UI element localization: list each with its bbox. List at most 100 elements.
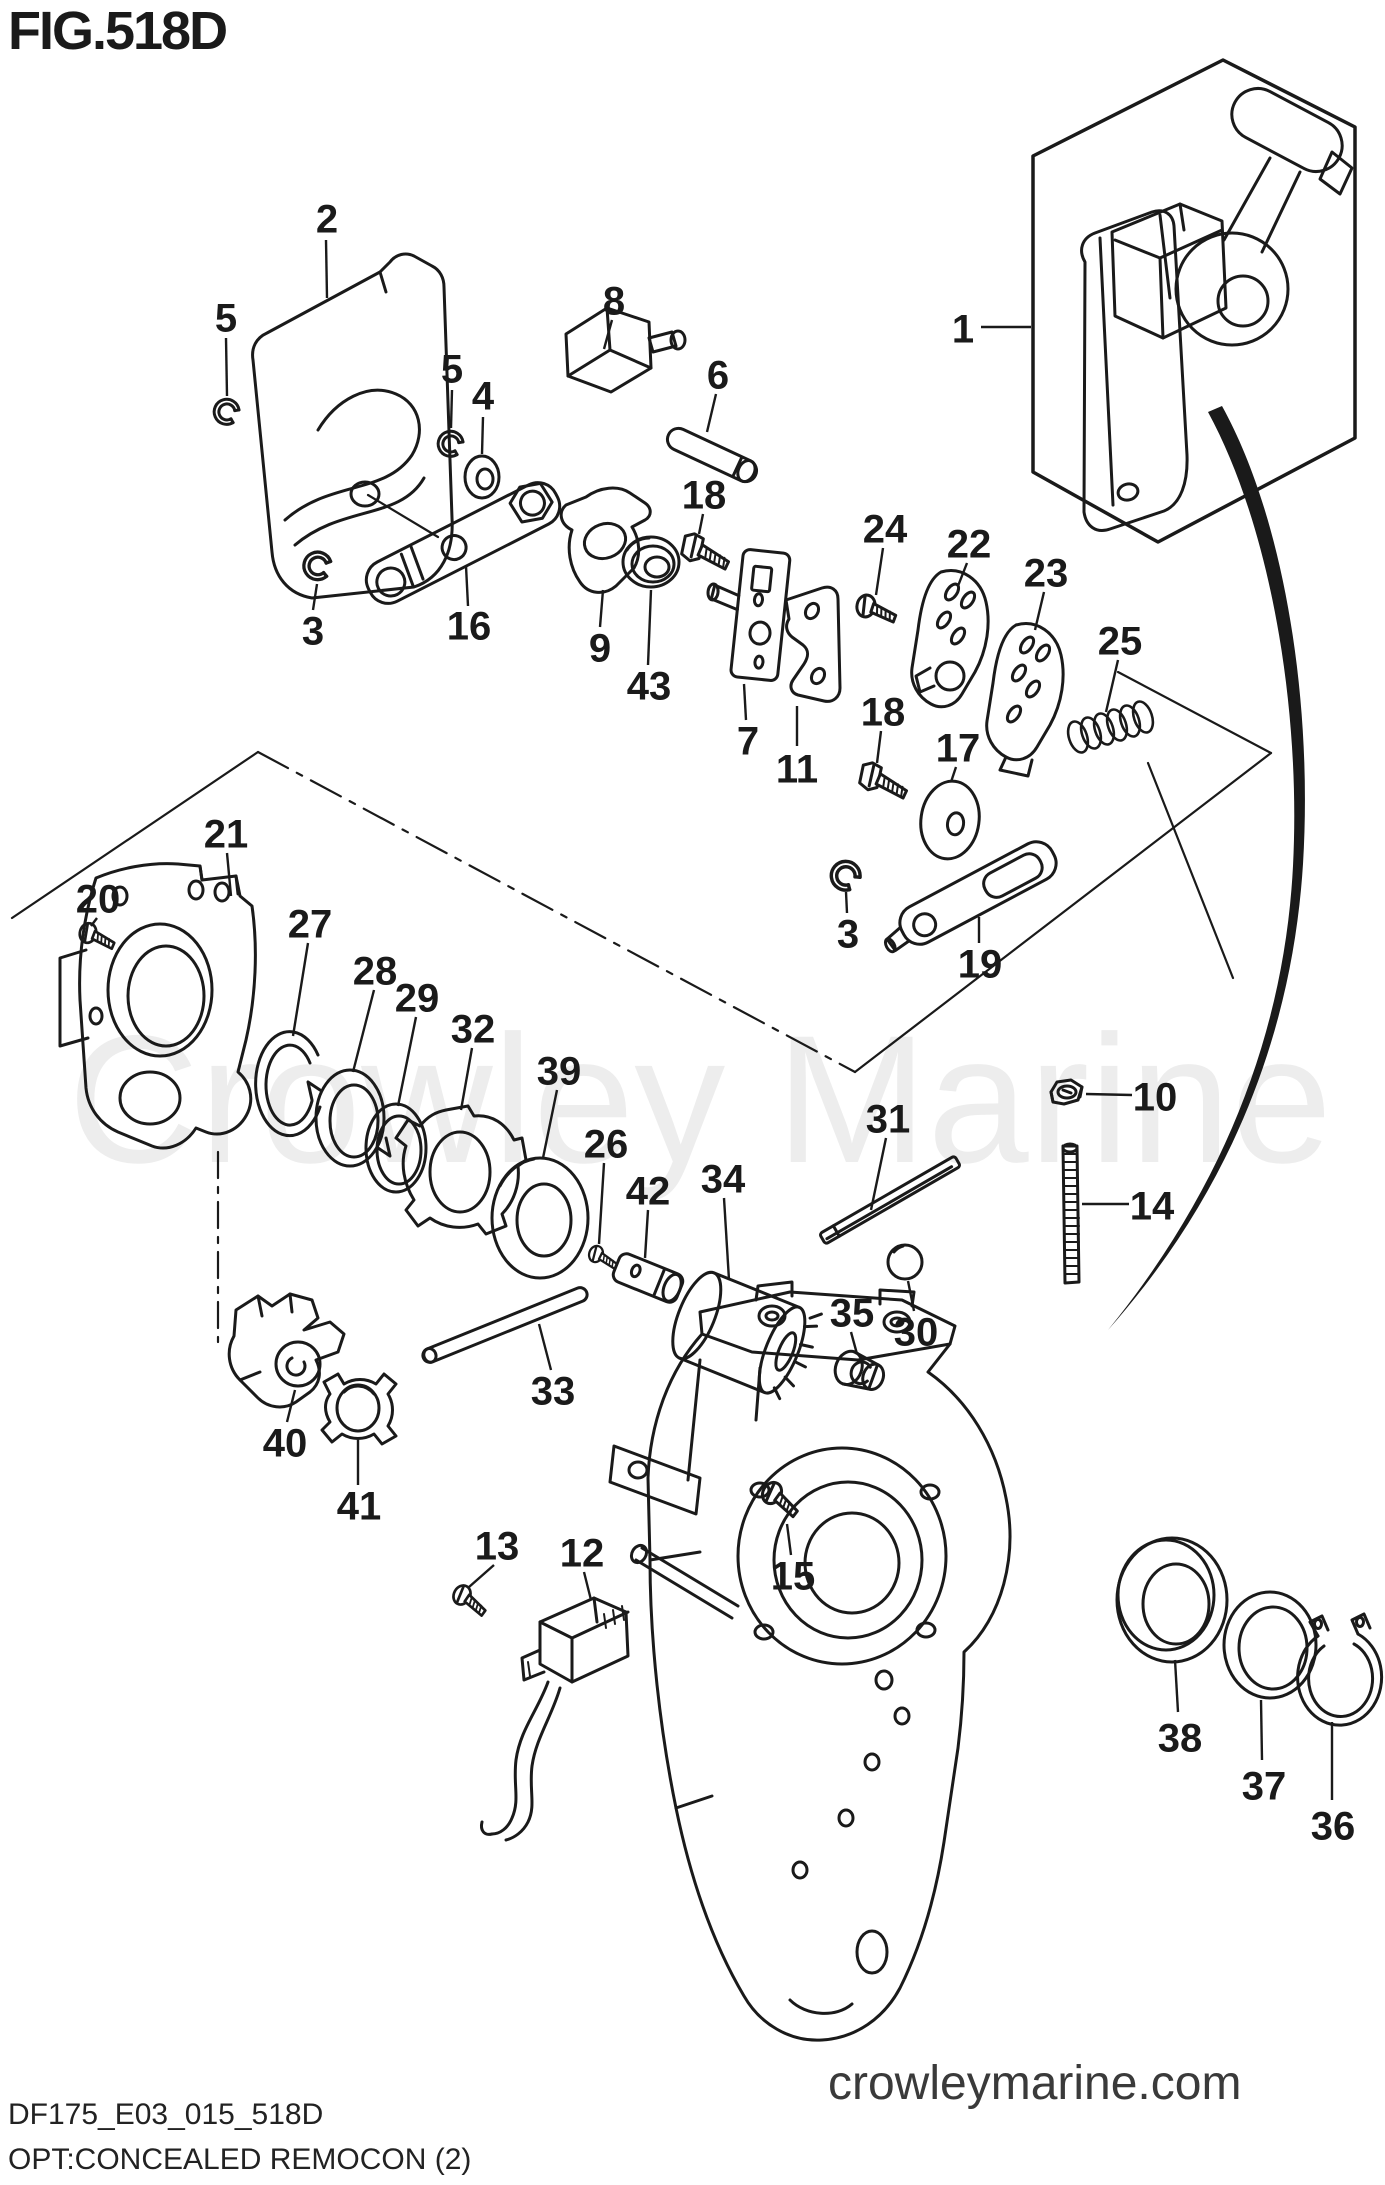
leader-line-33 bbox=[537, 1323, 553, 1371]
part-callout-15: 15 bbox=[771, 1554, 816, 1598]
part-callout-27: 27 bbox=[288, 902, 333, 946]
leader-line-28 bbox=[351, 989, 376, 1073]
leader-line-39 bbox=[541, 1089, 559, 1159]
part-washer-17 bbox=[919, 779, 981, 861]
part-washer-4 bbox=[463, 454, 501, 500]
part-plate-7 bbox=[706, 548, 792, 682]
part-lever-19 bbox=[883, 840, 1058, 954]
part-notched-ring-41 bbox=[320, 1372, 398, 1446]
leader-line-8 bbox=[602, 319, 614, 350]
part-callout-11: 11 bbox=[776, 747, 818, 791]
part-callout-28: 28 bbox=[353, 949, 398, 993]
part-callout-30: 30 bbox=[894, 1310, 939, 1354]
part-link-arm-16 bbox=[364, 481, 562, 605]
part-callout-3: 3 bbox=[837, 912, 859, 956]
part-callout-25: 25 bbox=[1098, 619, 1143, 663]
part-callout-20: 20 bbox=[76, 877, 121, 921]
leader-line-12 bbox=[582, 1571, 593, 1601]
remote-control-assembly bbox=[1080, 87, 1354, 532]
part-callout-38: 38 bbox=[1158, 1716, 1203, 1760]
leader-line-2 bbox=[324, 239, 329, 299]
part-threaded-rod-14 bbox=[1061, 1142, 1081, 1285]
leader-line-15 bbox=[785, 1523, 793, 1556]
part-screw-13 bbox=[448, 1581, 493, 1619]
part-bushing-43 bbox=[621, 535, 681, 589]
part-relay-12 bbox=[480, 1596, 630, 1842]
part-seal-38 bbox=[1115, 1536, 1229, 1664]
leader-line-30 bbox=[906, 1280, 916, 1312]
leader-line-10 bbox=[1085, 1092, 1133, 1097]
part-callout-33: 33 bbox=[531, 1369, 576, 1413]
part-e-ring-5a bbox=[208, 393, 243, 430]
part-spring-25 bbox=[1066, 700, 1155, 754]
part-callout-36: 36 bbox=[1311, 1804, 1356, 1848]
leader-line-17 bbox=[949, 766, 958, 783]
leader-line-26 bbox=[597, 1162, 606, 1245]
leader-line-5 bbox=[449, 389, 454, 429]
part-callout-37: 37 bbox=[1242, 1764, 1287, 1808]
leader-line-35 bbox=[849, 1331, 859, 1355]
part-callout-8: 8 bbox=[603, 279, 625, 323]
part-callout-32: 32 bbox=[451, 1007, 496, 1051]
part-hook-bracket-11 bbox=[784, 585, 842, 703]
part-ball-30 bbox=[886, 1243, 924, 1281]
figure-title: FIG.518D bbox=[8, 1, 228, 61]
part-bushing-35 bbox=[833, 1349, 886, 1391]
part-callout-18: 18 bbox=[861, 690, 906, 734]
part-callout-3: 3 bbox=[302, 609, 324, 653]
leader-line-21 bbox=[225, 852, 233, 897]
leader-line-27 bbox=[291, 942, 310, 1037]
leader-line-25 bbox=[1104, 659, 1120, 713]
part-cylinder-42 bbox=[611, 1252, 685, 1304]
leader-line-29 bbox=[396, 1016, 418, 1107]
leader-line-9 bbox=[598, 589, 605, 628]
part-callout-10: 10 bbox=[1133, 1075, 1178, 1119]
part-callout-2: 2 bbox=[316, 197, 338, 241]
part-callout-22: 22 bbox=[947, 522, 992, 566]
part-callout-39: 39 bbox=[537, 1049, 582, 1093]
leader-line-40 bbox=[285, 1389, 297, 1423]
leader-line-34 bbox=[722, 1197, 731, 1281]
part-e-ring-3b bbox=[823, 853, 866, 897]
leader-line-42 bbox=[643, 1209, 650, 1259]
watermark-text: Crowley Marine bbox=[67, 997, 1333, 1201]
part-callout-43: 43 bbox=[627, 664, 672, 708]
part-callout-18: 18 bbox=[682, 473, 727, 517]
part-callout-5: 5 bbox=[215, 296, 237, 340]
part-callout-31: 31 bbox=[866, 1097, 911, 1141]
part-callout-9: 9 bbox=[589, 626, 611, 670]
part-cam-plate-22 bbox=[910, 569, 990, 709]
leader-line-3 bbox=[844, 891, 849, 914]
part-latch-bracket-40 bbox=[227, 1292, 346, 1409]
part-callout-19: 19 bbox=[958, 942, 1003, 986]
leader-line-23 bbox=[1033, 591, 1046, 631]
inset-box bbox=[1031, 58, 1357, 544]
part-callout-26: 26 bbox=[584, 1122, 629, 1166]
part-callout-34: 34 bbox=[701, 1157, 746, 1201]
part-cam-plate-23 bbox=[985, 622, 1065, 778]
part-e-ring-3a bbox=[299, 547, 334, 584]
part-rod-33 bbox=[421, 1286, 589, 1364]
part-callout-5: 5 bbox=[441, 347, 463, 391]
part-ring-28 bbox=[306, 1068, 392, 1168]
leader-line-31 bbox=[869, 1137, 888, 1211]
part-callout-23: 23 bbox=[1024, 551, 1069, 595]
part-screw-24 bbox=[853, 591, 901, 625]
part-callout-13: 13 bbox=[475, 1524, 520, 1568]
part-callout-7: 7 bbox=[737, 719, 759, 763]
option-caption: OPT:CONCEALED REMOCON (2) bbox=[8, 2143, 472, 2176]
part-ring-29 bbox=[364, 1102, 428, 1194]
part-callout-6: 6 bbox=[707, 353, 729, 397]
part-flat-bar-31 bbox=[819, 1155, 961, 1245]
leader-line-6 bbox=[705, 393, 718, 433]
part-callout-12: 12 bbox=[560, 1531, 605, 1575]
part-callout-42: 42 bbox=[626, 1169, 671, 1213]
part-callout-35: 35 bbox=[830, 1291, 875, 1335]
part-callout-29: 29 bbox=[395, 976, 440, 1020]
part-bracket-cover-2 bbox=[251, 252, 454, 600]
part-clamp-housing bbox=[608, 1280, 1012, 2042]
leader-line-18 bbox=[697, 513, 705, 535]
leader-line-16 bbox=[464, 565, 470, 607]
